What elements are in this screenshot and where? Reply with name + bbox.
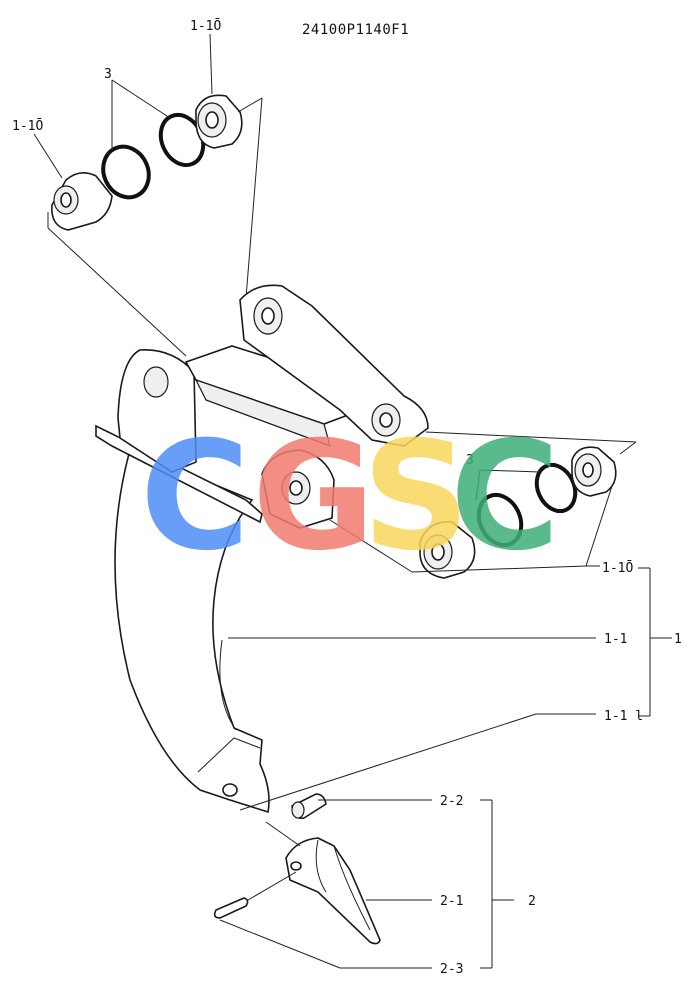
label-bushing-right: 1-1Ō	[602, 561, 633, 576]
tooth	[285, 837, 381, 945]
watermark-logo: C G S C	[140, 410, 560, 584]
mounting-bracket	[95, 284, 429, 529]
label-ring-top: 3	[104, 67, 112, 82]
label-pin-lower: 2-3	[440, 962, 463, 977]
label-shank-assy: 1	[674, 632, 682, 647]
label-pin-upper: 2-2	[440, 794, 463, 809]
o-ring-right-near	[476, 492, 524, 548]
watermark-letter-c2: C	[450, 410, 560, 584]
label-plate: 1-1 l	[604, 709, 643, 724]
pin-lower	[213, 897, 249, 919]
label-shank: 1-1	[604, 632, 627, 647]
label-bushing-left: 1-1Ō	[12, 119, 43, 134]
label-tooth-assy: 2	[528, 894, 536, 909]
watermark-letter-s: S	[362, 410, 470, 584]
o-ring-left	[101, 144, 151, 200]
bushing-top	[195, 94, 243, 149]
pin-upper	[291, 793, 327, 820]
drawing-code: 24100P1140F1	[302, 22, 409, 38]
watermark-letter-g: G	[252, 410, 375, 584]
label-bushing-top: 1-1Ō	[190, 19, 221, 34]
bushing-right-near	[419, 521, 476, 579]
label-tooth: 2-1	[440, 894, 463, 909]
watermark-letter-c1: C	[140, 410, 250, 584]
label-ring-right: 3	[466, 453, 474, 468]
bushing-upper-left	[51, 172, 113, 231]
bushing-right-far	[571, 446, 617, 497]
